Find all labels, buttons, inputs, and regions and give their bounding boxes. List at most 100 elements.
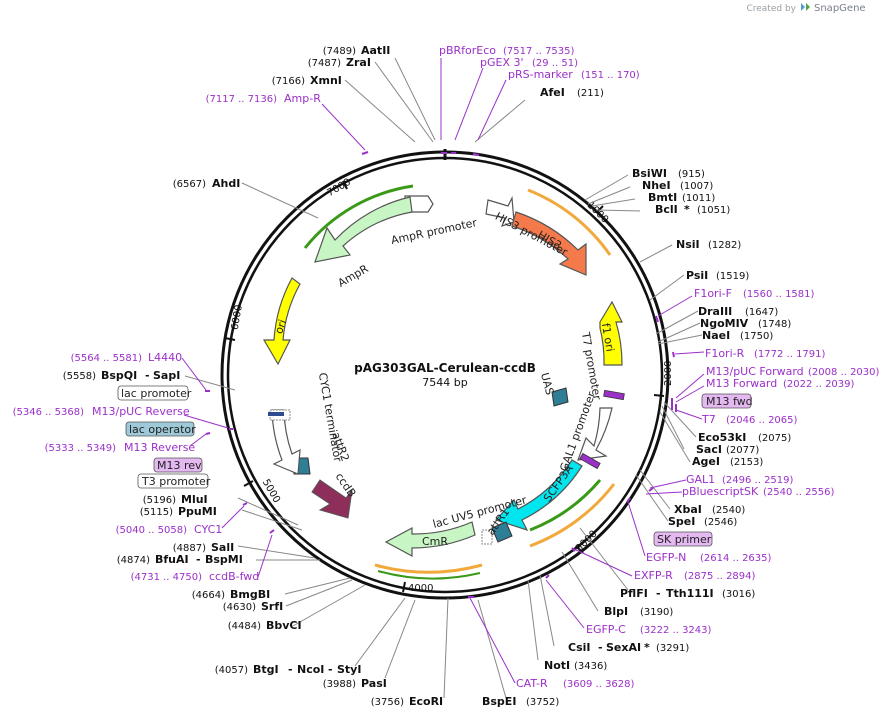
site-pflfi: PflFI <box>620 587 648 600</box>
site-bsiwi: BsiWI <box>632 167 667 180</box>
primer-egfpn: EGFP-N <box>646 551 686 564</box>
his3-promoter-arrow <box>485 195 515 227</box>
site-bfuai-pos: (4874) <box>117 555 150 566</box>
site-mlui-pos: (5196) <box>143 495 176 506</box>
site-bsiwi-pos: (915) <box>678 169 705 180</box>
primer-egfpn-pos: (2614 .. 2635) <box>700 553 772 564</box>
tick-marks <box>224 180 665 593</box>
gal1-marker <box>579 452 601 470</box>
primer-leader-lines <box>181 58 705 684</box>
primer-m13pucrev: M13/pUC Reverse <box>92 405 190 418</box>
site-sali: SalI <box>211 541 234 554</box>
ccdb-arrow <box>311 479 353 519</box>
site-bfuai-sep: - <box>196 553 201 566</box>
t7-promoter-marker <box>603 389 625 401</box>
primer-f1orir-pos: (1772 .. 1791) <box>754 349 826 360</box>
site-ppumi-pos: (5115) <box>140 507 173 518</box>
f1-ori-label: f1 ori <box>599 322 617 353</box>
scfp3a-arrow <box>494 459 583 532</box>
cmr-orf-line2 <box>377 570 481 580</box>
site-psii: PsiI <box>686 269 708 282</box>
m13-rev-label: M13 rev <box>157 459 202 472</box>
snapgene-brand: SnapGene <box>814 3 866 14</box>
site-afei: AfeI <box>540 86 565 99</box>
primer-pgex3: pGEX 3' <box>480 56 524 69</box>
leader-lines <box>184 57 703 699</box>
site-bmti-pos: (1011) <box>682 193 715 204</box>
site-naei: NaeI <box>702 329 730 342</box>
site-pasi-pos: (3988) <box>323 679 356 690</box>
site-ahdi-pos: (6567) <box>173 179 206 190</box>
scfp3a-orf-line <box>529 479 602 532</box>
primer-exfpr-pos: (2875 .. 2894) <box>684 571 756 582</box>
lacuv5-marker <box>481 529 493 545</box>
primer-m13fwd-primer-pos: (2022 .. 2039) <box>783 379 855 390</box>
site-srfi: SrfI <box>261 600 283 613</box>
created-by-text: Created by <box>746 4 796 14</box>
primer-t7: T7 <box>701 413 716 426</box>
t3-promoter-box <box>137 473 209 489</box>
uas-label: UAS <box>538 371 556 396</box>
site-eco53ki-pos: (2075) <box>758 433 791 444</box>
primer-pbluescriptsk: pBluescriptSK <box>682 485 759 498</box>
site-bmti: BmtI <box>648 191 677 204</box>
ori-arrow <box>262 277 301 366</box>
site-nsii: NsiI <box>676 238 700 251</box>
m13-rev-box <box>153 457 203 473</box>
site-srfi-pos: (4630) <box>223 602 256 613</box>
primer-prsmarker-pos: (151 .. 170) <box>581 70 640 81</box>
site-spei: SpeI <box>668 515 695 528</box>
site-afei-pos: (211) <box>577 88 604 99</box>
snapgene-logo-icon <box>801 3 810 11</box>
cyc1-terminator-label: CYC1 terminator <box>316 372 345 464</box>
site-bbvci-pos: (4484) <box>228 621 261 632</box>
site-ngomiv-pos: (1748) <box>758 319 791 330</box>
primer-egfpc-pos: (3222 .. 3243) <box>640 625 712 636</box>
primer-ampr-pos: (7117 .. 7136) <box>206 94 278 105</box>
site-nsii-pos: (1282) <box>708 240 741 251</box>
site-sapi: SapI <box>153 369 180 382</box>
primer-pgex3-pos: (29 .. 51) <box>532 58 578 69</box>
primer-ampr: Amp-R <box>284 92 321 105</box>
tick-label-2000: 2000 <box>663 361 674 386</box>
site-aatii: AatII <box>361 44 390 57</box>
his3-arrow <box>511 211 587 276</box>
ampr-label: AmpR <box>336 262 371 290</box>
primer-m13fwd-primer: M13 Forward <box>706 377 777 390</box>
primer-m13reverse: M13 Reverse <box>124 441 195 454</box>
primer-ccdbfwd: ccdB-fwd <box>209 570 259 583</box>
site-zrai: ZraI <box>346 56 371 69</box>
site-mlui: MluI <box>181 493 208 506</box>
site-nhei-pos: (1007) <box>680 181 713 192</box>
site-bmgbi-pos: (4664) <box>192 590 225 601</box>
site-agei-pos: (2153) <box>730 457 763 468</box>
site-bspei-pos: (3752) <box>526 697 559 708</box>
m13-fwd-box <box>701 393 752 409</box>
site-zrai-pos: (7487) <box>308 58 341 69</box>
site-xbai-pos: (2540) <box>712 505 745 516</box>
sk-primer-box <box>653 531 713 547</box>
site-bspei: BspEI <box>482 695 516 708</box>
site-ecori-pos: (3756) <box>371 697 404 708</box>
site-csii-pos: (3291) <box>656 643 689 654</box>
site-btgi-pos: (4057) <box>215 665 248 676</box>
lac-operator-label: lac operator <box>129 423 196 436</box>
site-ecori: EcoRI <box>409 695 443 708</box>
site-sali-pos: (4887) <box>173 543 206 554</box>
primer-catr: CAT-R <box>516 677 548 690</box>
site-agei: AgeI <box>692 455 720 468</box>
cmr-orf-line <box>374 563 483 574</box>
lac-promoter-label: lac promoter <box>121 387 192 400</box>
site-psii-pos: (1519) <box>716 271 749 282</box>
primer-egfpc: EGFP-C <box>586 623 626 636</box>
uas-box <box>551 387 569 407</box>
primer-pbrforeco: pBRforEco <box>439 44 496 57</box>
primer-m13puc: M13/pUC Forward <box>706 365 804 378</box>
primer-m13reverse-pos: (5333 .. 5349) <box>45 443 117 454</box>
site-bspqi-pos: (5558) <box>63 371 96 382</box>
cmr-label: CmR <box>422 535 448 548</box>
site-ahdi: AhdI <box>212 177 240 190</box>
site-bfuai: BfuAI <box>155 553 189 566</box>
site-ngomiv: NgoMIV <box>700 317 749 330</box>
